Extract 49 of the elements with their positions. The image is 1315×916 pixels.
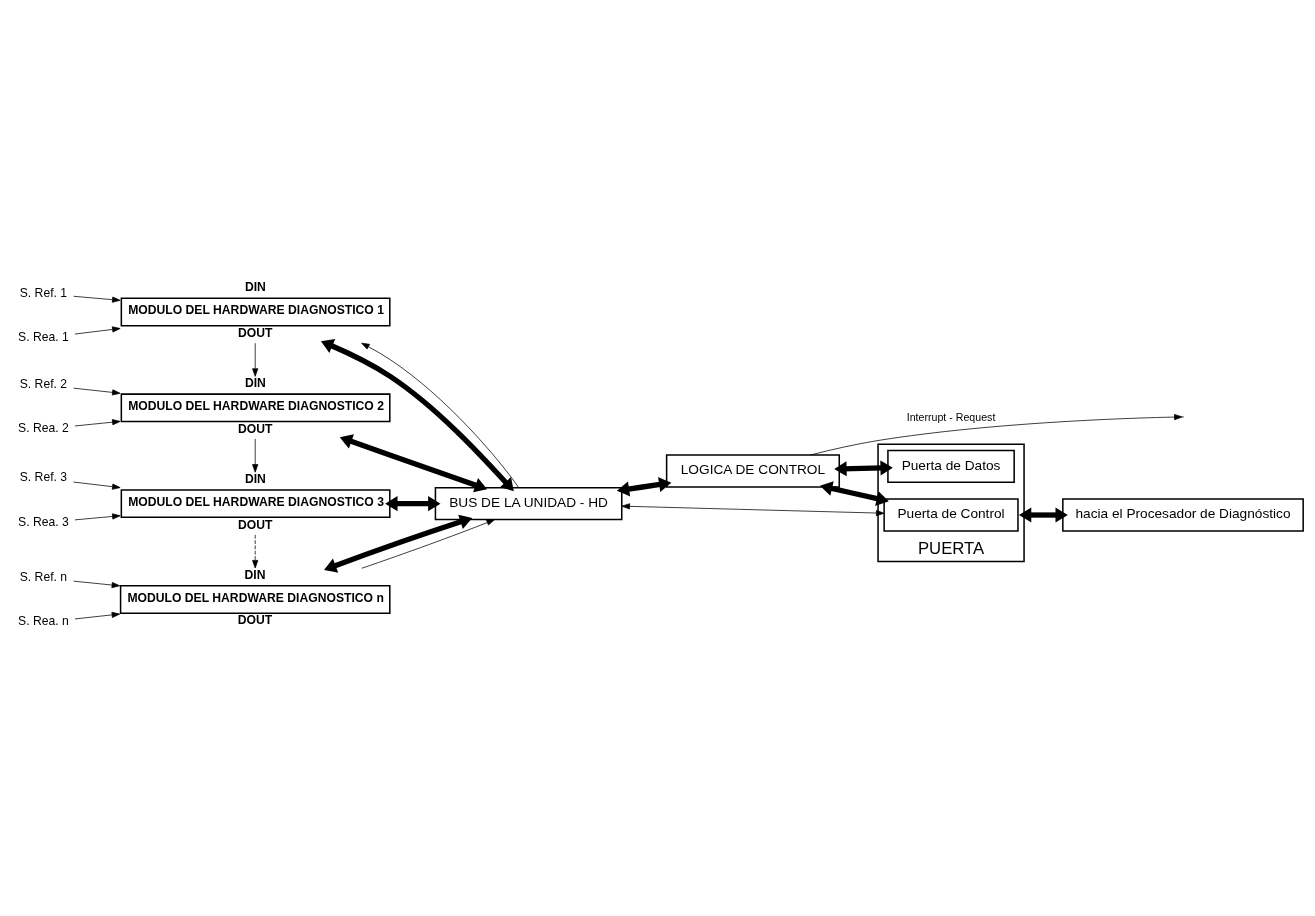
- arrow: [252, 438, 259, 473]
- arrow: [361, 519, 495, 569]
- node-text: S. Ref. 2: [19, 376, 68, 391]
- arrow: [74, 611, 121, 620]
- node-label: DOUT: [238, 325, 273, 340]
- node-box: BUS DE LA UNIDAD - HD: [434, 486, 623, 521]
- arrow: [73, 295, 121, 303]
- node-box: LOGICA DE CONTROL: [665, 454, 840, 488]
- node-box: hacia el Procesador de Diagnóstico: [1062, 498, 1304, 532]
- arrow: [339, 434, 488, 493]
- node-label: DIN: [244, 567, 266, 582]
- node-box: Puerta de Control: [883, 498, 1019, 532]
- arrow: [810, 414, 1183, 456]
- node-box: MODULO DEL HARDWARE DIAGNOSTICO 1: [120, 297, 391, 327]
- arrow: [834, 460, 893, 477]
- node-text: S. Ref. 1: [19, 285, 68, 300]
- node-box: MODULO DEL HARDWARE DIAGNOSTICO 2: [120, 393, 391, 423]
- arrow: [252, 534, 259, 569]
- node-label: DIN: [244, 376, 266, 391]
- node-text: S. Ref. n: [19, 570, 68, 585]
- arrow: [361, 342, 520, 488]
- arrow: [252, 342, 259, 377]
- node-box: MODULO DEL HARDWARE DIAGNOSTICO n: [119, 585, 391, 614]
- arrow: [320, 339, 514, 492]
- node-label: DIN: [244, 280, 266, 295]
- arrow: [385, 496, 441, 512]
- arrow: [74, 419, 121, 427]
- node-label: DOUT: [238, 517, 273, 532]
- node-text: S. Rea. 3: [18, 514, 69, 529]
- arrow: [73, 481, 121, 490]
- node-text: S. Rea. 1: [18, 329, 69, 344]
- node-text: S. Rea. 2: [18, 420, 69, 435]
- node-box: Puerta de Datos: [887, 449, 1015, 484]
- arrow: [820, 481, 889, 506]
- node-text: S. Rea. n: [18, 614, 69, 629]
- node-text: S. Ref. 3: [19, 470, 68, 485]
- node-label: DOUT: [238, 421, 273, 436]
- node-box: MODULO DEL HARDWARE DIAGNOSTICO 3: [120, 489, 391, 519]
- arrow: [1018, 507, 1068, 523]
- arrow: [616, 477, 672, 497]
- arrow: [73, 387, 121, 396]
- arrow: [73, 580, 121, 589]
- edge-label: Interrupt - Request: [906, 410, 996, 423]
- node-label: DOUT: [237, 613, 273, 628]
- arrow: [74, 326, 121, 335]
- arrow: [621, 503, 885, 517]
- arrow: [324, 514, 473, 573]
- arrow: [74, 513, 121, 521]
- node-label: DIN: [244, 471, 266, 486]
